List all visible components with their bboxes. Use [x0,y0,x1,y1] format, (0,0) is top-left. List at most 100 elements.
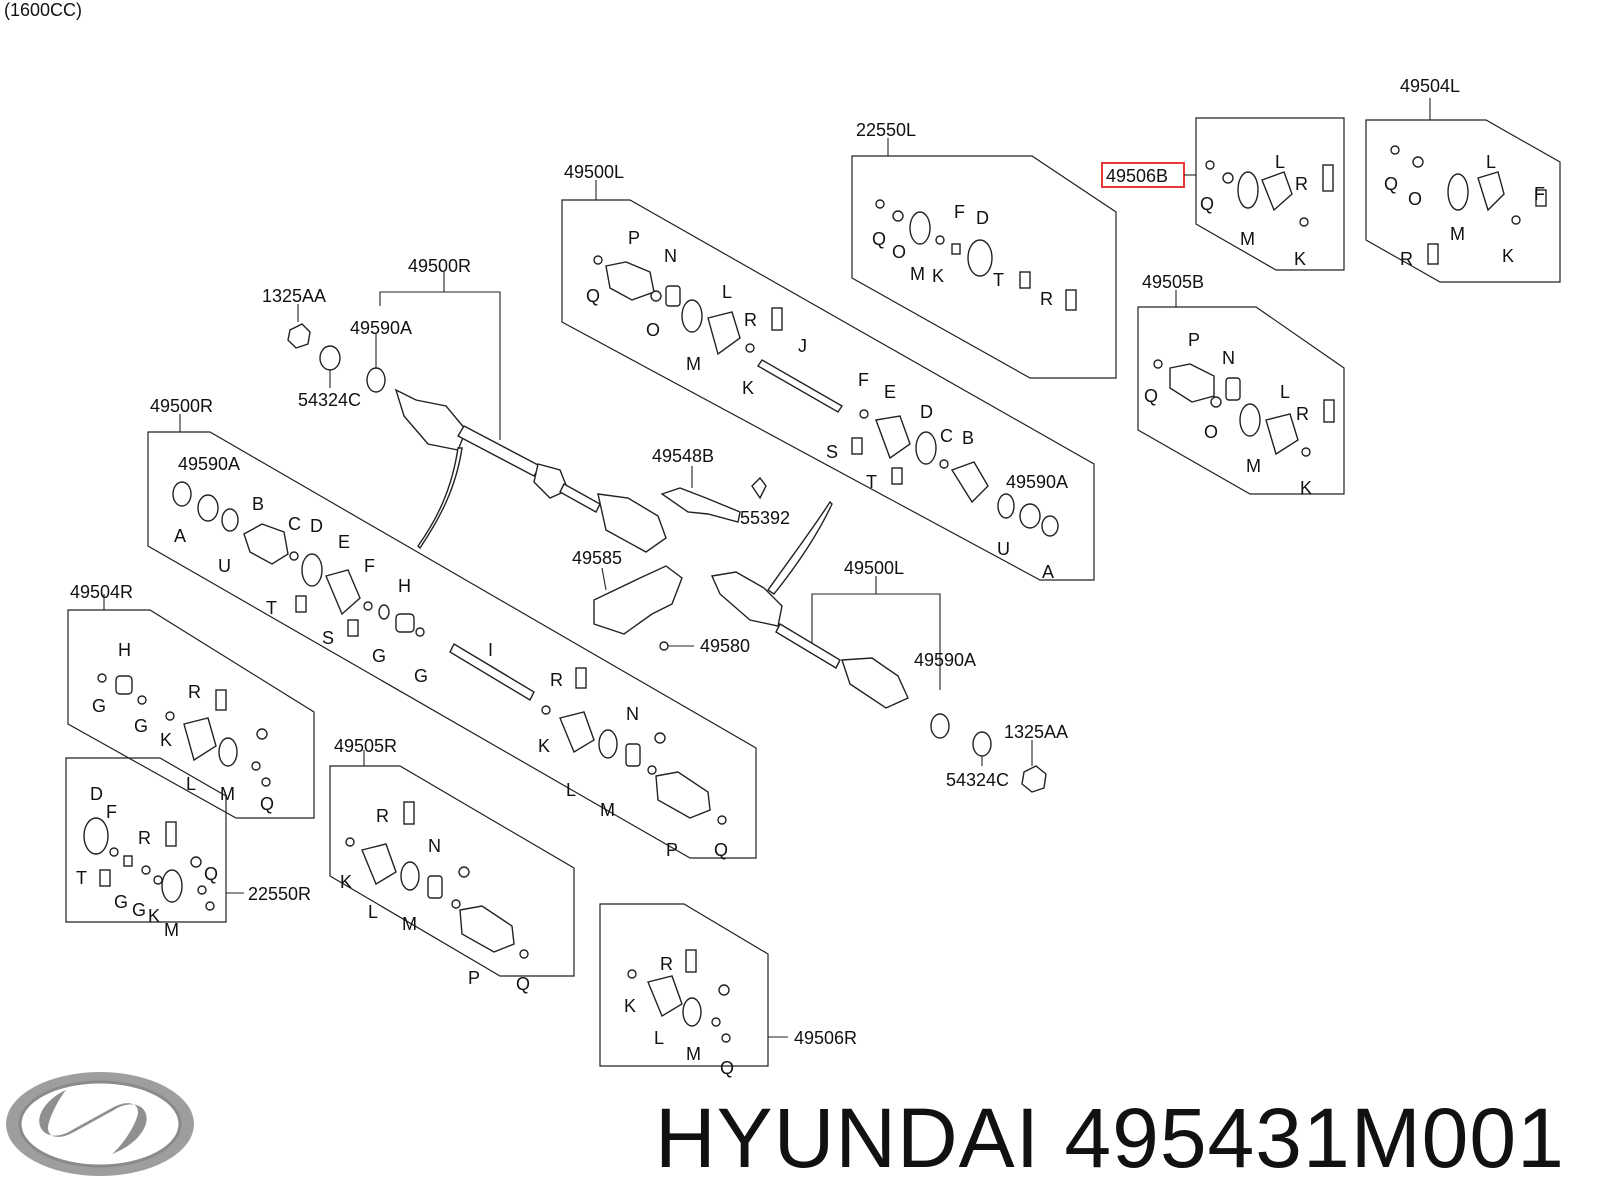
svg-text:U: U [218,556,231,576]
bracket-group: 49548B 55392 49585 49580 [572,446,790,656]
label-49504R: 49504R [70,582,133,602]
svg-text:M: M [686,1044,701,1064]
svg-text:R: R [1040,289,1053,309]
svg-text:E: E [338,532,350,552]
svg-text:P: P [666,840,678,860]
svg-text:B: B [962,428,974,448]
label-49590A-top: 49590A [350,318,412,338]
svg-text:R: R [1295,174,1308,194]
svg-text:Q: Q [1384,174,1398,194]
svg-text:49506B: 49506B [1106,166,1168,186]
label-49590A-right: 49590A [1006,472,1068,492]
svg-text:O: O [1204,422,1218,442]
svg-text:M: M [686,354,701,374]
svg-text:F: F [1534,184,1545,204]
svg-text:R: R [1400,249,1413,269]
label-49505R: 49505R [334,736,397,756]
svg-text:T: T [266,598,277,618]
kit-49506R: 49506R RK LM Q [599,903,857,1078]
footer-part-title: HYUNDAI 495431M001 [655,1090,1565,1187]
svg-text:Q: Q [204,864,218,884]
svg-text:D: D [310,516,323,536]
svg-text:K: K [148,906,160,926]
svg-text:P: P [628,228,640,248]
svg-text:L: L [1275,152,1285,172]
svg-text:C: C [940,426,953,446]
kit-49505B: 49505B QP NO LR MK [1137,272,1345,498]
label-49590A-mid: 49590A [178,454,240,474]
kit-49504L: 49504L QO LF MK R [1365,76,1561,283]
kit-49506B: QL RM K [1195,117,1345,271]
hyundai-logo [6,1072,194,1176]
svg-text:K: K [932,266,944,286]
svg-text:J: J [798,336,807,356]
assembly-49500L-mid: 49500L 49590A 54324C 1325AA [710,500,1068,793]
svg-text:D: D [90,784,103,804]
kit-49505R: 49505R RK LM NP Q [329,736,575,994]
label-1325AA-top: 1325AA [262,286,326,306]
footer-brand: HYUNDAI [655,1091,1041,1185]
label-49505B: 49505B [1142,272,1204,292]
svg-text:C: C [288,514,301,534]
svg-text:P: P [468,968,480,988]
label-55392: 55392 [740,508,790,528]
svg-text:F: F [858,370,869,390]
svg-text:Q: Q [260,794,274,814]
svg-text:S: S [826,442,838,462]
svg-text:K: K [1300,478,1312,498]
label-49506B-highlight[interactable]: 49506B [1101,162,1196,188]
svg-text:G: G [414,666,428,686]
svg-text:Q: Q [1144,386,1158,406]
svg-text:M: M [1450,224,1465,244]
svg-text:N: N [664,246,677,266]
svg-text:F: F [364,556,375,576]
label-49500R-mid: 49500R [150,396,213,416]
svg-text:M: M [220,784,235,804]
svg-text:L: L [368,902,378,922]
svg-text:T: T [76,868,87,888]
svg-text:L: L [1486,152,1496,172]
svg-text:O: O [646,320,660,340]
svg-text:R: R [376,806,389,826]
svg-text:E: E [884,382,896,402]
svg-text:G: G [134,716,148,736]
svg-text:H: H [118,640,131,660]
svg-text:K: K [624,996,636,1016]
svg-text:T: T [866,472,877,492]
svg-text:R: R [1296,404,1309,424]
svg-text:B: B [252,494,264,514]
svg-text:U: U [997,539,1010,559]
label-1325AA-low: 1325AA [1004,722,1068,742]
label-49548B: 49548B [652,446,714,466]
svg-text:M: M [1246,456,1261,476]
svg-text:O: O [892,242,906,262]
svg-text:M: M [402,914,417,934]
label-54324C-top: 54324C [298,390,361,410]
svg-text:Q: Q [714,840,728,860]
svg-text:Q: Q [586,286,600,306]
svg-text:L: L [654,1028,664,1048]
svg-text:S: S [322,628,334,648]
svg-text:M: M [1240,229,1255,249]
svg-text:G: G [132,900,146,920]
svg-text:K: K [1294,249,1306,269]
svg-text:K: K [340,872,352,892]
svg-text:P: P [1188,330,1200,350]
label-22550L: 22550L [856,120,916,140]
engine-note: (1600CC) [4,0,83,20]
svg-text:F: F [106,802,117,822]
svg-text:G: G [372,646,386,666]
label-49590A-low: 49590A [914,650,976,670]
svg-text:L: L [566,780,576,800]
svg-text:Q: Q [516,974,530,994]
svg-text:G: G [114,892,128,912]
svg-text:G: G [92,696,106,716]
svg-text:O: O [1408,189,1422,209]
svg-text:M: M [910,264,925,284]
label-49504L: 49504L [1400,76,1460,96]
svg-text:I: I [488,640,493,660]
svg-text:A: A [1042,562,1054,582]
svg-text:R: R [744,310,757,330]
